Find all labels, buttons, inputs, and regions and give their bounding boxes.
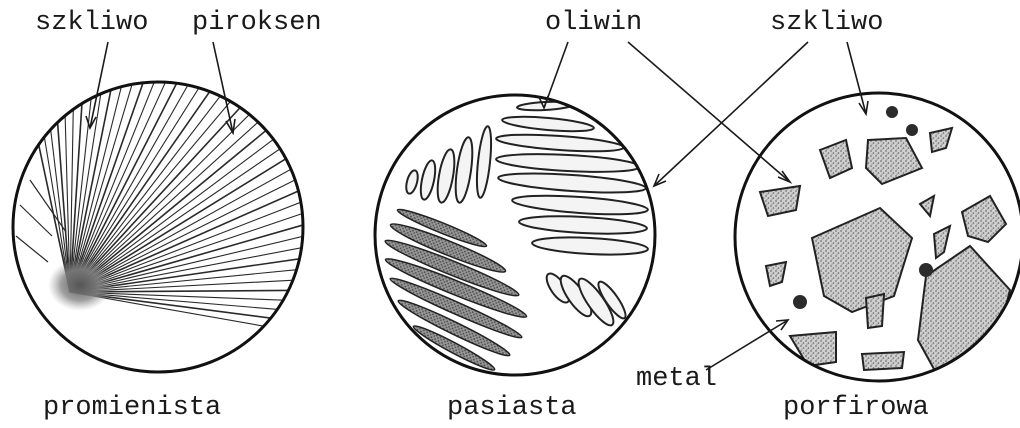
label-oliwin: oliwin — [545, 10, 642, 37]
porphyritic-chondrule — [735, 93, 1020, 381]
label-szkliwo-left: szkliwo — [35, 10, 148, 37]
pointer-oliwin-2 — [628, 42, 790, 182]
radial-fiber — [70, 208, 420, 292]
radial-fiber — [20, 205, 52, 236]
pointer-szkliwo-right-1 — [654, 42, 808, 186]
porphyritic-crystals — [760, 106, 1010, 380]
radial-fiber — [27, 0, 70, 292]
label-szkliwo-right: szkliwo — [770, 10, 883, 37]
barred-olivine-bars — [383, 101, 649, 374]
caption-promienista: promienista — [43, 395, 221, 422]
radial-fiber — [70, 89, 367, 292]
radial-fiber — [70, 289, 430, 292]
label-piroksen: piroksen — [192, 10, 322, 37]
radial-fiber — [70, 51, 337, 292]
radial-fiber — [70, 117, 385, 292]
radial-fiber — [70, 103, 376, 292]
label-metal: metal — [636, 366, 717, 393]
radial-nucleus — [48, 259, 112, 311]
radial-fiber — [70, 0, 276, 292]
radial-fiber — [70, 292, 429, 322]
radial-fiber — [70, 63, 348, 292]
caption-porfirowa: porfirowa — [783, 395, 929, 422]
caption-pasiasta: pasiasta — [447, 395, 577, 422]
radial-chondrule — [0, 0, 430, 372]
pointer-szkliwo-right-2 — [847, 42, 866, 114]
radial-fiber — [16, 236, 48, 262]
pointer-metal — [706, 320, 788, 370]
radial-fiber — [70, 192, 416, 292]
barred-chondrule — [375, 95, 655, 375]
radial-fiber — [70, 292, 425, 355]
